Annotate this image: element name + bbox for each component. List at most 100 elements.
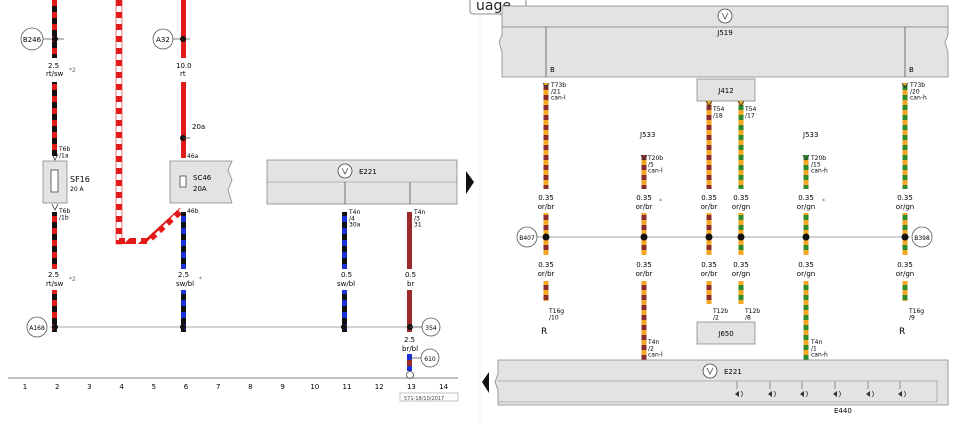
wire-size-label: 0.5 xyxy=(341,271,352,279)
junction-dot xyxy=(705,233,713,241)
can-wire-segment[interactable] xyxy=(902,83,908,189)
connector-a168[interactable]: A168 xyxy=(26,316,48,338)
connector-label: B398 xyxy=(914,235,930,242)
wire-sw-bl-col6-bottom[interactable] xyxy=(181,290,186,332)
wire-sw-bl-col6[interactable] xyxy=(181,212,186,269)
module-name: J650 xyxy=(717,330,733,338)
wire-size-label: 0.35 xyxy=(701,261,717,269)
connector-label: A168 xyxy=(29,325,45,332)
junction-dot xyxy=(901,233,909,241)
can-wire-segment[interactable] xyxy=(902,281,908,301)
can-wire-segment[interactable] xyxy=(706,281,712,304)
wire-rt-top[interactable] xyxy=(181,0,186,58)
module-name: J519 xyxy=(716,29,732,37)
wire-note: *2 xyxy=(69,276,76,283)
can-wire-segment[interactable] xyxy=(738,281,744,304)
wire-sw-bl-col11-bottom[interactable] xyxy=(342,290,347,332)
page-footnote: 571-18/10/2017 xyxy=(404,396,444,402)
pin-label: T6b/1a xyxy=(58,146,70,159)
can-bus-wires: 0.35or/br0.35or/br0.35or/br0.35or/br0.35… xyxy=(538,82,914,360)
module-e221-left[interactable]: E221 xyxy=(266,159,458,205)
connector-b246[interactable]: B246 xyxy=(20,27,64,51)
junction-dot xyxy=(180,36,186,42)
wire-color-label: rt/sw xyxy=(46,280,64,288)
can-wire-segment[interactable] xyxy=(738,101,744,189)
fuse-sc46[interactable]: SC46 20A xyxy=(169,160,233,204)
grid-number: 4 xyxy=(119,383,124,391)
pin-label: 46a xyxy=(187,153,199,160)
can-wire-segment[interactable] xyxy=(641,155,647,189)
wire-br-bottom[interactable] xyxy=(407,290,412,332)
module-name: J412 xyxy=(717,87,733,95)
wire-color-label: or/gn xyxy=(896,270,914,278)
module-j519[interactable]: J519 xyxy=(498,5,949,78)
fuse-name: SF16 xyxy=(70,175,90,184)
grid-number: 13 xyxy=(407,383,416,391)
chevron-left-icon xyxy=(482,372,489,393)
wire-size-label: 2.5 xyxy=(404,336,415,344)
wire-color-label: or/gn xyxy=(732,203,750,211)
wire-red-white[interactable] xyxy=(115,0,123,245)
wire-rt-sw-mid[interactable] xyxy=(52,82,57,156)
wire-color-label: sw/bl xyxy=(337,280,355,288)
connector-354[interactable]: 354 xyxy=(410,317,441,337)
module-j650[interactable]: J650 xyxy=(696,321,756,345)
chevron-right-icon xyxy=(466,171,474,194)
pin-label: T16g/10 xyxy=(548,308,564,321)
wire-rt-sw-bottom[interactable] xyxy=(52,290,57,332)
grid-number: 2 xyxy=(55,383,59,391)
can-wire-segment[interactable] xyxy=(641,281,647,360)
wire-color-label: or/gn xyxy=(797,270,815,278)
wire-size-label: 0.35 xyxy=(733,261,749,269)
connector-b398[interactable]: B398 xyxy=(911,226,933,248)
grid-number: 11 xyxy=(343,383,352,391)
grid-number: 12 xyxy=(375,383,384,391)
junction-dot xyxy=(640,233,648,241)
wire-br[interactable] xyxy=(407,212,412,269)
pin-label: T54/17 xyxy=(744,106,756,119)
wire-note: * xyxy=(822,198,825,205)
can-wire-segment[interactable] xyxy=(543,281,549,301)
grid-number: 10 xyxy=(310,383,319,391)
wire-rt-sw-top[interactable] xyxy=(52,0,57,58)
junction-dot xyxy=(802,233,810,241)
pin-label: T54/18 xyxy=(712,106,724,119)
can-wire-segment[interactable] xyxy=(803,281,809,360)
wire-red-white-dash xyxy=(119,207,185,244)
wire-size-label: 0.35 xyxy=(636,261,652,269)
wire-size-label: 0.35 xyxy=(798,194,814,202)
module-name: E221 xyxy=(724,368,742,376)
speaker-icon xyxy=(735,391,739,397)
pin-arrow xyxy=(802,154,810,161)
connector-610[interactable]: 610 xyxy=(410,348,440,368)
wire-size-label: 0.35 xyxy=(897,194,913,202)
wire-color-label: rt xyxy=(180,70,186,78)
speaker-icon xyxy=(866,391,870,397)
pin-label: T12b/8 xyxy=(744,308,760,321)
pin-arrow xyxy=(705,100,713,107)
connector-b407[interactable]: B407 xyxy=(516,226,538,248)
module-j533-label: J533 xyxy=(802,131,818,139)
module-e221-bottom[interactable]: E221 xyxy=(494,359,949,406)
module-j533-label: J533 xyxy=(639,131,655,139)
can-wire-segment[interactable] xyxy=(803,155,809,189)
wire-rt-sw-lower[interactable] xyxy=(52,212,57,269)
wire-br-bl[interactable] xyxy=(407,354,412,371)
bus-junctions xyxy=(542,233,909,241)
prev-arrow-button[interactable] xyxy=(482,372,489,393)
module-j412[interactable]: J412 xyxy=(696,78,756,102)
next-arrow-button[interactable] xyxy=(466,171,474,194)
wire-sw-bl-col11[interactable] xyxy=(342,212,347,269)
connector-a32[interactable]: A32 xyxy=(152,28,190,50)
can-wire-segment[interactable] xyxy=(706,101,712,189)
fuse-sf16[interactable]: SF16 20 A xyxy=(42,160,90,204)
wire-color-label: or/br xyxy=(701,203,718,211)
pin-label: T16g/9 xyxy=(908,308,924,321)
wire-rt-mid[interactable] xyxy=(181,82,186,158)
can-wire-segment[interactable] xyxy=(543,83,549,189)
pin-arrow xyxy=(542,82,550,89)
